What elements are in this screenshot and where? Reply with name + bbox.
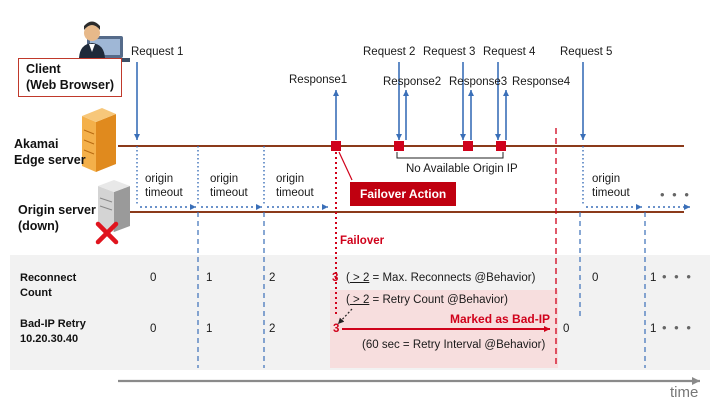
badip-value-5: 1 [650,323,657,335]
edge-marker-2 [394,141,404,151]
response-4-label: Response4 [512,76,571,88]
reconnect-title: Reconnect Count [20,271,76,301]
reconnect-ellipsis: • • • [662,269,693,284]
no-available-origin-label: No Available Origin IP [406,163,518,175]
origin-timeout-4-line2: timeout [592,187,630,200]
origin-timeout-2-line2: timeout [210,187,248,200]
edge-marker-3 [463,141,473,151]
origin-timeout-1-line2: timeout [145,187,183,200]
badip-ellipsis: • • • [662,320,693,335]
badip-title: Bad-IP Retry 10.20.30.40 [20,317,86,347]
reconnect-value-0: 0 [150,272,157,284]
origin-label-line2: (down) [18,219,59,234]
badip-value-3: 3 [333,323,340,335]
origin-timeout-2: origin timeout [210,172,248,201]
reconnect-value-2: 2 [269,272,276,284]
badip-title-line2: 10.20.30.40 [20,332,79,345]
origin-timeout-3-line1: origin [276,173,305,185]
response-3-label: Response3 [449,76,508,88]
reconnect-title-line2: Count [20,286,52,299]
badip-value-2: 2 [269,323,276,335]
failover-label: Failover [340,235,385,247]
origin-timeout-3: origin timeout [276,172,314,201]
client-label-line2: (Web Browser) [26,77,114,92]
request-2-label: Request 2 [363,46,416,58]
origin-timeout-2-line1: origin [210,173,239,185]
no-origin-bracket [396,152,504,159]
reconnect-title-line1: Reconnect [20,272,77,284]
request-5-label: Request 5 [560,46,613,58]
reconnect-note: ( > 2 = Max. Reconnects @Behavior) [346,272,536,284]
origin-timeout-3-line2: timeout [276,187,314,200]
badip-title-line1: Bad-IP Retry [20,318,86,330]
origin-timeout-1: origin timeout [145,172,183,201]
badip-value-0: 0 [150,323,157,335]
down-x-icon [95,221,119,245]
request-4-label: Request 4 [483,46,536,58]
retry-interval-note: (60 sec = Retry Interval @Behavior) [362,339,546,351]
origin-timeout-1-line1: origin [145,173,174,185]
failover-pointer [338,151,353,181]
client-icon [79,21,130,62]
reconnect-value-4: 0 [592,272,599,284]
reconnect-value-5: 1 [650,272,657,284]
edge-label-line2: Edge server [14,153,86,168]
badip-value-4: 0 [563,323,570,335]
origin-label-line1: Origin server [18,203,96,217]
failover-action-badge: Failover Action [350,182,457,206]
retry-count-note: ( > 2 = Retry Count @Behavior) [346,294,508,306]
edge-marker-1 [331,141,341,151]
origin-server-icon [98,180,130,232]
edge-label: Akamai Edge server [14,136,86,169]
request-3-label: Request 3 [423,46,476,58]
retry-pointer [337,308,353,325]
origin-label: Origin server (down) [18,202,96,235]
client-label-box: Client (Web Browser) [18,58,122,98]
marked-bad-ip-label: Marked as Bad-IP [450,312,551,326]
edge-marker-4 [496,141,506,151]
time-label: time [670,384,699,401]
response-2-label: Response2 [383,76,442,88]
timeline-ellipsis: • • • [660,187,691,202]
origin-timeout-4: origin timeout [592,172,630,201]
response-1-label: Response1 [289,74,348,86]
origin-timeout-4-line1: origin [592,173,621,185]
reconnect-value-1: 1 [206,272,213,284]
request-1-label: Request 1 [131,46,184,58]
edge-label-line1: Akamai [14,137,59,151]
client-label-line1: Client [26,62,61,76]
reconnect-value-3: 3 [332,272,339,284]
edge-server-icon [82,108,116,172]
badip-value-1: 1 [206,323,213,335]
